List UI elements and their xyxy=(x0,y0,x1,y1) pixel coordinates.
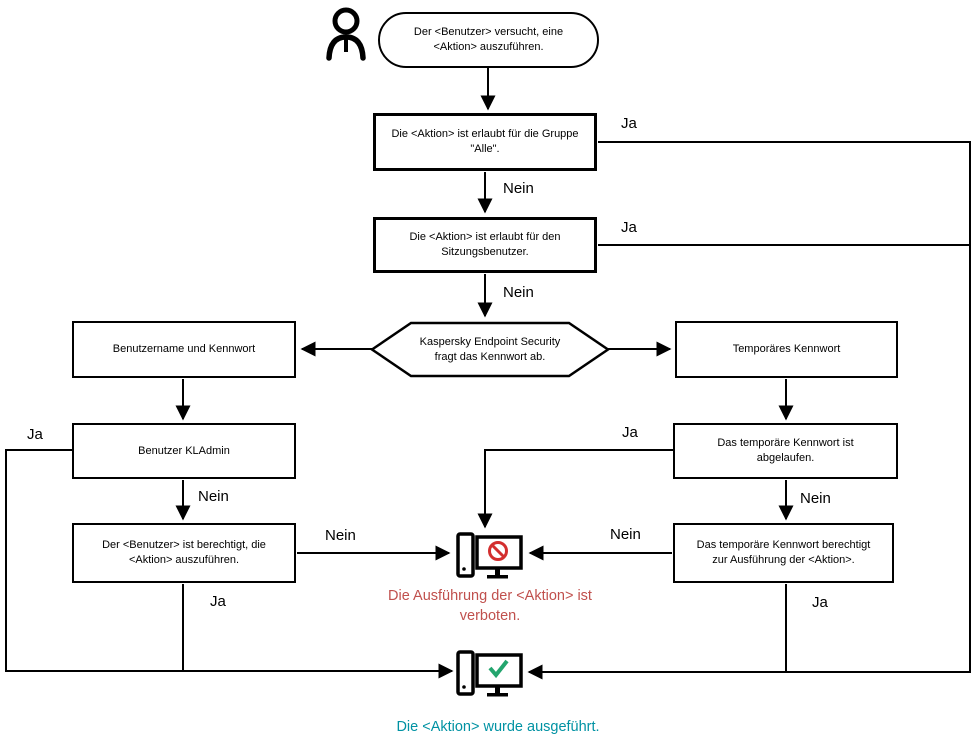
node-temp-password: Temporäres Kennwort xyxy=(675,321,898,378)
edge-label-ja-session: Ja xyxy=(621,219,637,236)
edge-label-nein-kladmin: Nein xyxy=(198,488,229,505)
blocked-computer-icon xyxy=(456,532,523,579)
edge-label-nein-temp-auth: Nein xyxy=(610,526,641,543)
edge-label-nein-session: Nein xyxy=(503,284,534,301)
user-icon xyxy=(326,7,366,61)
node-user-authorized: Der <Benutzer> ist berechtigt, die <Akti… xyxy=(72,523,296,583)
edge-label-nein-group: Nein xyxy=(503,180,534,197)
edge-label-nein-user-auth: Nein xyxy=(325,527,356,544)
executed-caption: Die <Aktion> wurde ausgeführt. xyxy=(396,719,600,735)
node-session-allowed: Die <Aktion> ist erlaubt für den Sitzung… xyxy=(373,217,597,273)
node-password-prompt: Kaspersky Endpoint Security fragt das Ke… xyxy=(419,335,561,363)
node-temp-authorizes: Das temporäre Kennwort berechtigt zur Au… xyxy=(673,523,894,583)
node-kladmin: Benutzer KLAdmin xyxy=(72,423,296,479)
node-temp-expired: Das temporäre Kennwort ist abgelaufen. xyxy=(673,423,898,479)
node-username-password: Benutzername und Kennwort xyxy=(72,321,296,378)
success-computer-icon xyxy=(456,650,523,697)
decision-hexagon-shape xyxy=(369,321,611,378)
checkmark-icon xyxy=(488,659,509,679)
node-group-allowed: Die <Aktion> ist erlaubt für die Gruppe … xyxy=(373,113,597,171)
edge-label-ja-temp-auth: Ja xyxy=(812,594,828,611)
edge-label-nein-temp-expired: Nein xyxy=(800,490,831,507)
edge-ja-right-to-executed xyxy=(527,141,971,680)
prohibition-icon xyxy=(488,541,508,561)
edge-kladmin-ja-to-executed xyxy=(5,449,454,679)
edge-label-ja-kladmin: Ja xyxy=(27,426,43,443)
edge-label-ja-group: Ja xyxy=(621,115,637,132)
node-start: Der <Benutzer> versucht, eine <Aktion> a… xyxy=(378,12,599,68)
edge-label-ja-user-auth: Ja xyxy=(210,593,226,610)
edge-label-ja-temp-expired: Ja xyxy=(622,424,638,441)
edge-expired-ja-to-forbidden xyxy=(477,449,673,529)
forbidden-caption: Die Ausführung der <Aktion> ist verboten… xyxy=(388,588,592,625)
